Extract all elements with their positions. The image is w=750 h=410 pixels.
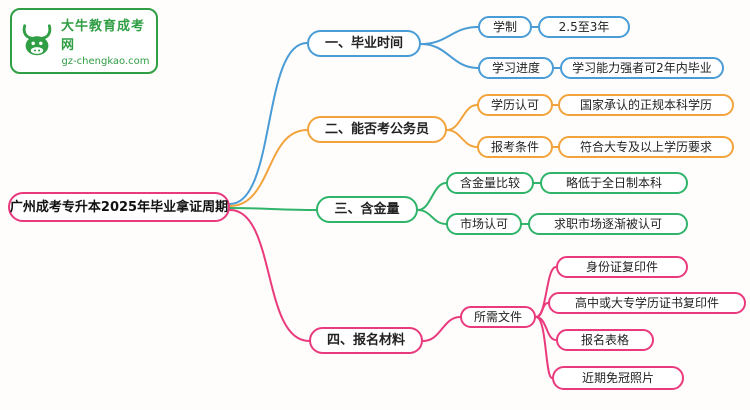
logo-text: 大牛教育成考网 gz-chengkao.com: [61, 15, 150, 67]
node-application-requirements-label: 报考条件: [477, 136, 553, 158]
logo-subtitle: gz-chengkao.com: [61, 56, 150, 67]
bull-muzzle: [30, 47, 44, 54]
link-root-branch1: [229, 42, 308, 205]
node-degree-recognition-value: 国家承认的正规本科学历: [558, 94, 734, 116]
link-branch1-child2: [420, 43, 479, 69]
logo-title: 大牛教育成考网: [61, 19, 146, 53]
node-id-card-copy: 身份证复印件: [556, 256, 688, 278]
node-application-requirements-value: 符合大专及以上学历要求: [558, 136, 734, 158]
link-root-branch4: [229, 209, 310, 342]
branch-civil-service: 二、能否考公务员: [307, 116, 447, 143]
node-market-recognition-value: 求职市场逐渐被认可: [528, 213, 688, 235]
node-duration-value: 2.5至3年: [538, 16, 630, 38]
site-logo: 大牛教育成考网 gz-chengkao.com: [10, 8, 158, 74]
link-branch1-child1: [420, 26, 479, 45]
link-branch3-child2: [417, 209, 447, 225]
link-docs-item2: [535, 302, 549, 318]
node-required-documents-label: 所需文件: [460, 306, 536, 328]
node-study-progress-label: 学习进度: [478, 57, 554, 79]
link-root-branch2: [229, 129, 308, 207]
link-branch2-child1: [446, 104, 478, 131]
bull-horn-left: [22, 24, 33, 40]
node-registration-form: 报名表格: [556, 329, 654, 351]
link-docs-item4: [535, 316, 553, 379]
root-topic-node: 广州成考专升本2025年毕业拿证周期: [8, 192, 230, 222]
link-branch2-child2: [446, 129, 478, 148]
link-branch4-child1: [422, 316, 461, 342]
bull-horn-right: [41, 24, 52, 40]
branch-value: 三、含金量: [316, 196, 418, 223]
branch-registration-materials: 四、报名材料: [309, 327, 423, 354]
node-recent-photo: 近期免冠照片: [552, 366, 684, 390]
branch-graduation-time: 一、毕业时间: [307, 30, 421, 57]
bull-nostril-left: [33, 49, 36, 52]
node-market-recognition-label: 市场认可: [446, 213, 522, 235]
bull-icon: [22, 24, 52, 56]
link-root-branch3: [229, 207, 317, 211]
bull-eye-left: [31, 41, 35, 46]
node-value-comparison-value: 略低于全日制本科: [540, 172, 688, 194]
node-study-progress-value: 学习能力强者可2年内毕业: [560, 57, 724, 79]
bull-nostril-right: [38, 49, 41, 52]
node-value-comparison-label: 含金量比较: [446, 172, 534, 194]
node-duration-label: 学制: [478, 16, 532, 38]
bull-eye-right: [39, 41, 43, 46]
node-diploma-copy: 高中或大专学历证书复印件: [548, 292, 746, 314]
link-branch3-child1: [417, 182, 447, 211]
node-degree-recognition-label: 学历认可: [477, 94, 553, 116]
